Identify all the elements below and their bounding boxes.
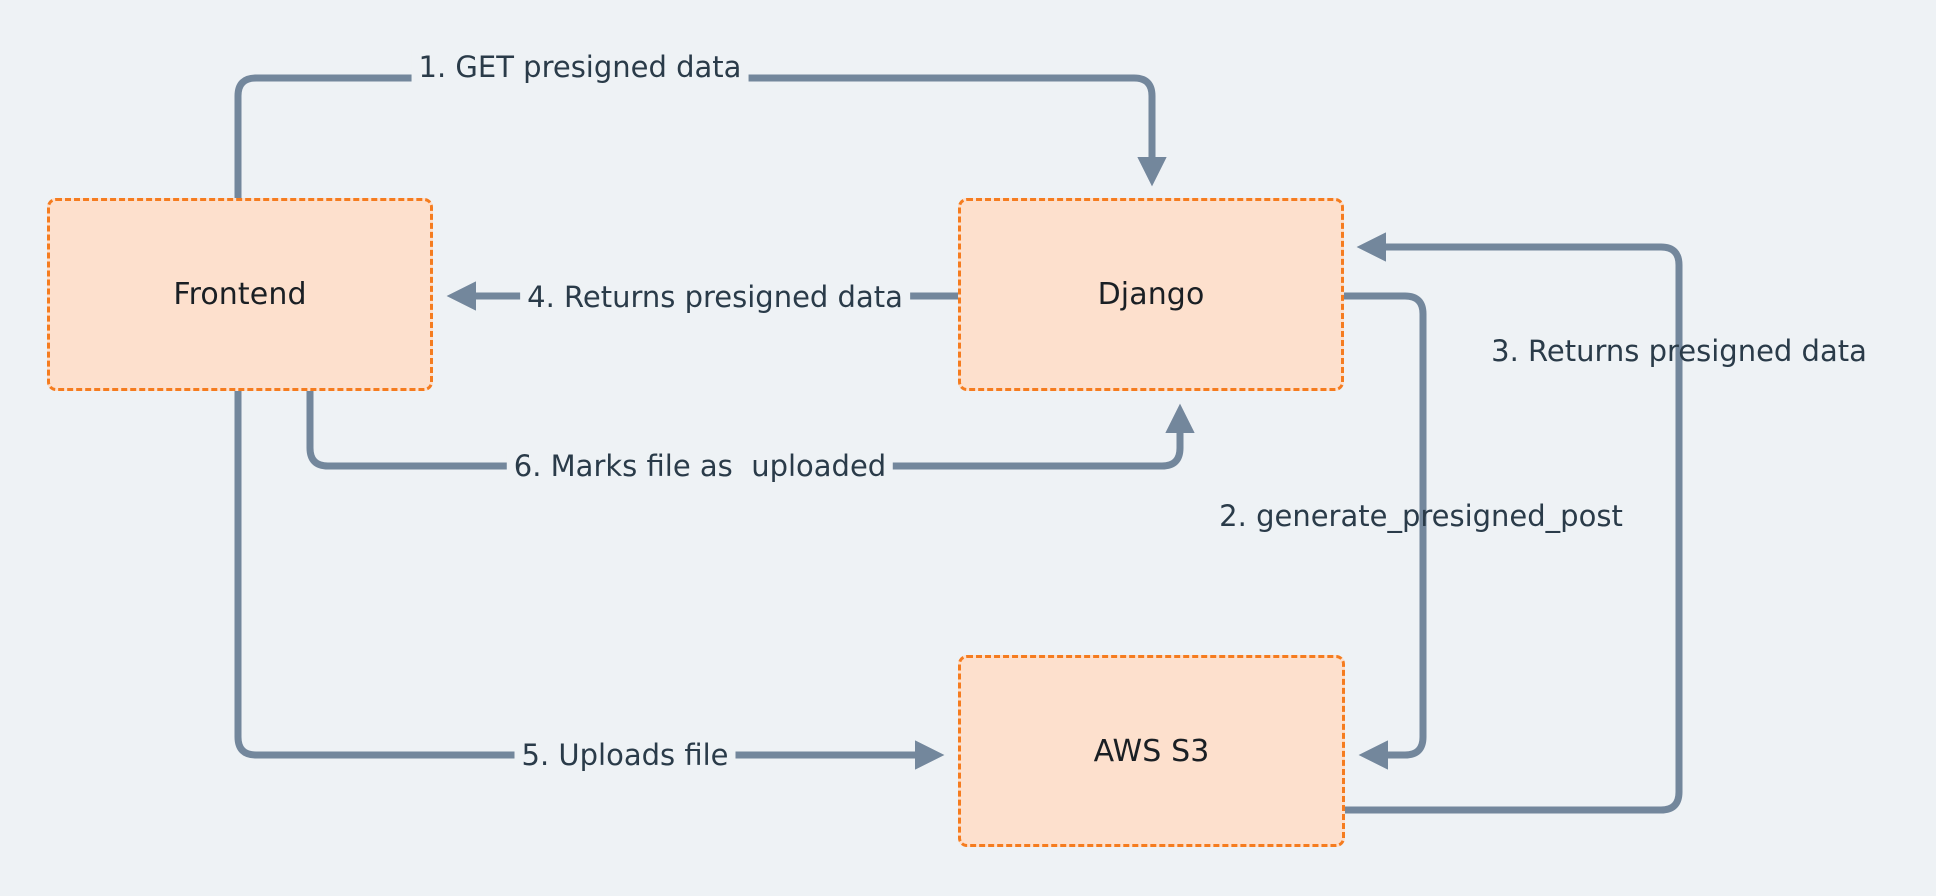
node-django[interactable]: Django	[958, 198, 1344, 391]
node-django-label: Django	[1097, 277, 1205, 312]
connector-uploads-file	[234, 387, 945, 770]
node-aws-s3-label: AWS S3	[1093, 733, 1210, 769]
node-frontend-label: Frontend	[173, 277, 307, 312]
edge-label-generate-presigned-post: 2. generate_presigned_post	[1219, 499, 1623, 533]
node-frontend[interactable]: Frontend	[47, 198, 433, 391]
node-aws-s3[interactable]: AWS S3	[958, 655, 1345, 847]
edge-label-get-presigned-data: 1. GET presigned data	[411, 50, 749, 84]
connector-generate-presigned-post	[1339, 292, 1427, 770]
connector-returns-presigned-data-s3-django	[1341, 232, 1683, 814]
edge-label-returns-presigned-data-s3-django: 3. Returns presigned data	[1491, 334, 1867, 368]
edge-label-marks-file-as-uploaded: 6. Marks file as uploaded	[506, 449, 894, 483]
edge-label-uploads-file: 5. Uploads file	[514, 738, 736, 772]
connector-get-presigned-data	[234, 74, 1167, 202]
edge-label-returns-presigned-data-django-frontend: 4. Returns presigned data	[520, 280, 910, 314]
